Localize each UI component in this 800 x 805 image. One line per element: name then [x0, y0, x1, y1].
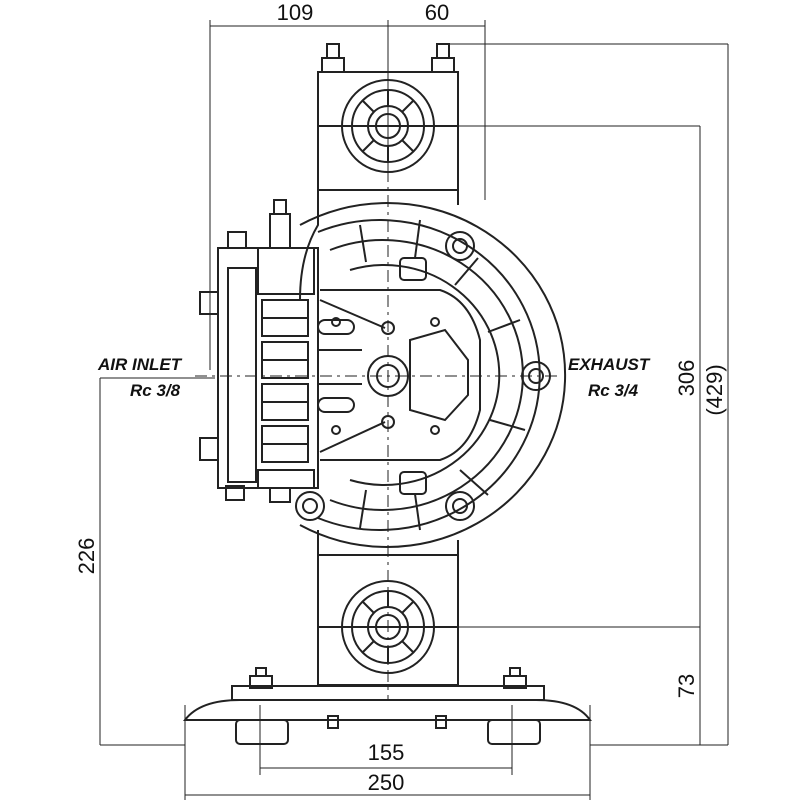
dim-bottom-outer: 250	[368, 770, 405, 795]
dimension-lines	[99, 25, 729, 796]
port-labels: AIR INLET Rc 3/8 EXHAUST Rc 3/4	[97, 355, 651, 400]
housing-bolts	[295, 231, 551, 521]
extension-lines	[100, 20, 728, 800]
upper-check-valve	[341, 79, 435, 173]
exhaust-label: EXHAUST	[568, 355, 651, 374]
dim-top-right: 60	[425, 0, 449, 25]
pump-base	[182, 667, 592, 745]
dimension-labels: 109 60 155 250 226 306 (429) 73	[74, 0, 727, 795]
lower-check-valve	[341, 580, 435, 674]
exhaust-size: Rc 3/4	[588, 381, 639, 400]
dim-right-overall: (429)	[702, 364, 727, 415]
dim-right-upper: 306	[674, 360, 699, 397]
pump-body	[299, 190, 567, 555]
air-inlet-size: Rc 3/8	[130, 381, 181, 400]
dim-top-left: 109	[277, 0, 314, 25]
air-valve-block	[199, 199, 362, 503]
dim-bottom-inner: 155	[368, 740, 405, 765]
dim-left-height: 226	[74, 538, 99, 575]
air-inlet-label: AIR INLET	[97, 355, 183, 374]
dim-right-lower: 73	[674, 674, 699, 698]
